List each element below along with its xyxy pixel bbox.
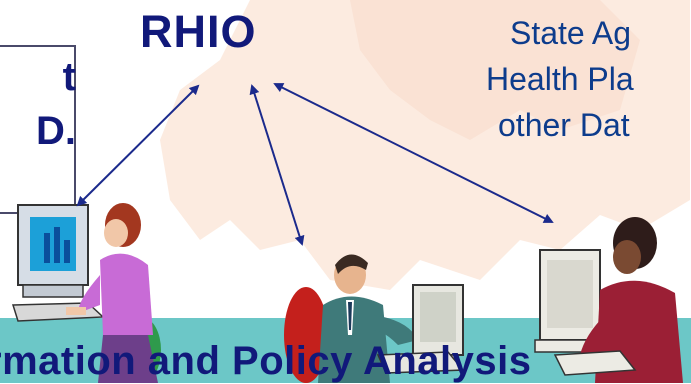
computer-user-woman-icon [11,203,161,383]
right-line-1: State Ag [510,15,631,51]
bottom-caption: rmation and Policy Analysis [0,339,532,383]
right-line-2: Health Pla [486,61,634,97]
left-box-line-2: D. [36,109,76,153]
left-box-text: t D. [0,50,76,158]
right-line-3: other Dat [498,107,630,143]
diagram-title: RHIO [140,6,257,57]
businessman-computer-icon [284,254,465,383]
right-text-block: State Ag Health Pla other Dat [486,10,634,148]
left-box-line-1: t [62,55,76,99]
woman-computer-icon [534,217,683,383]
